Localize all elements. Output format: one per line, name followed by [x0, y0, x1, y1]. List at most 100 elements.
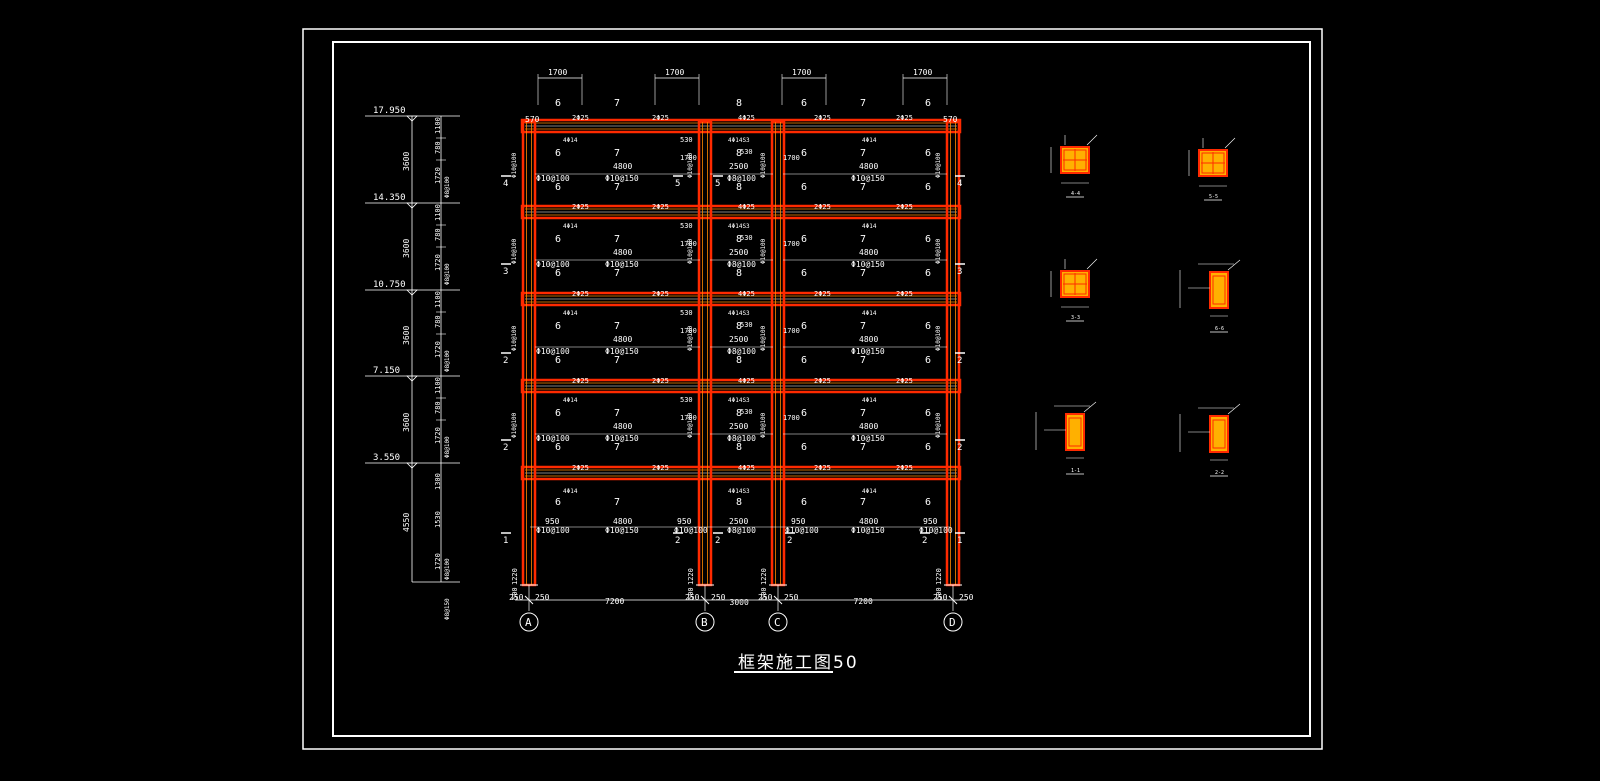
top-right-dim: 570: [943, 115, 958, 124]
span-dim: 2500: [729, 422, 748, 431]
stirrup-label: Φ10@150: [851, 347, 885, 356]
stirrup-label: Φ10@100: [536, 260, 570, 269]
col-stirrup: Φ10@100: [511, 152, 518, 178]
span-dim: 4800: [859, 162, 878, 171]
bay-label: 6: [801, 355, 807, 366]
bay-label: 6: [801, 234, 807, 245]
section-mark: 1: [957, 536, 962, 546]
left-stirrup: Φ8@100: [444, 350, 451, 372]
dim-tick: [948, 595, 958, 605]
bay-label: 6: [925, 497, 931, 508]
rebar-label: 2Φ25: [652, 377, 669, 385]
offset-dim: 250: [685, 593, 700, 602]
top-dim: 1700: [548, 68, 567, 77]
cut-dim: 530: [680, 309, 693, 317]
cut-dim: 530: [740, 234, 753, 242]
corner-dim: 1700: [783, 327, 800, 335]
offset-dim: 250: [959, 593, 974, 602]
stirrup-label: Φ10@150: [605, 526, 639, 535]
section-mark: 2: [957, 443, 962, 453]
offset-dim: 250: [711, 593, 726, 602]
rebar-label: 4Φ14: [862, 488, 877, 495]
rebar-label: 4Φ14S3: [728, 397, 750, 404]
col-dim: 1220: [760, 568, 768, 585]
col-dim: 500: [687, 587, 695, 600]
corner-dim: 1700: [680, 154, 697, 162]
corner-dim: 1700: [680, 414, 697, 422]
span-dim: 4800: [859, 335, 878, 344]
span-dim: 2500: [729, 248, 748, 257]
section-mark: 3: [957, 267, 962, 277]
bay-label: 7: [614, 182, 620, 193]
span-dim: 4800: [613, 248, 632, 257]
col-stirrup: Φ10@100: [511, 412, 518, 438]
section-mark: 2: [715, 536, 720, 546]
bay-label: 7: [860, 98, 866, 109]
bay-label: 7: [860, 408, 866, 419]
stirrup-label: Φ10@100: [536, 434, 570, 443]
corner-dim: 1700: [783, 240, 800, 248]
dim-tick: [524, 595, 534, 605]
bay-label: 6: [555, 98, 561, 109]
left-stirrup: Φ8@100: [444, 176, 451, 198]
stirrup-label: Φ10@150: [851, 526, 885, 535]
span-dim: 4800: [859, 517, 878, 526]
cut-dim: 530: [740, 321, 753, 329]
section-leader: [1086, 258, 1098, 270]
bay-label: 8: [736, 321, 742, 332]
bay-label: 7: [860, 148, 866, 159]
rebar-label: 2Φ25: [572, 377, 589, 385]
offset-dim: 250: [784, 593, 799, 602]
bay-label: 6: [801, 408, 807, 419]
bay-label: 7: [860, 182, 866, 193]
bay-label: 8: [736, 148, 742, 159]
bay-label: 6: [555, 442, 561, 453]
story-height: 4550: [402, 513, 411, 532]
rebar-label: 2Φ25: [652, 290, 669, 298]
stirrup-label: Φ10@150: [851, 434, 885, 443]
rebar-label: 2Φ25: [572, 114, 589, 122]
cut-dim: 530: [680, 396, 693, 404]
bay-label: 8: [736, 182, 742, 193]
axis-label-B: B: [701, 616, 708, 629]
rebar-label: 4Φ14: [563, 310, 578, 317]
rebar-label: 2Φ25: [572, 203, 589, 211]
section-mark: 2: [922, 536, 927, 546]
col-stirrup: Φ10@100: [935, 238, 942, 264]
section-stirrup: [1068, 417, 1082, 447]
section-leader: [1224, 137, 1236, 149]
rebar-label: 4Φ14S3: [728, 488, 750, 495]
left-elevation-dims: 17.95014.35010.7507.1503.550360036003600…: [365, 106, 460, 620]
dim-tick: [700, 595, 710, 605]
axis-bubble: [695, 612, 715, 632]
rebar-label: 4Φ14: [563, 397, 578, 404]
span-dim: 2500: [729, 162, 748, 171]
rebar-label: 2Φ25: [652, 203, 669, 211]
col-stirrup: Φ10@100: [760, 152, 767, 178]
col-stirrup: Φ10@100: [511, 238, 518, 264]
bay-label: 7: [614, 497, 620, 508]
bay-label: 8: [736, 408, 742, 419]
span-dim: 2500: [729, 335, 748, 344]
bay-label: 8: [736, 268, 742, 279]
beam-section: 1-1: [1035, 401, 1097, 475]
left-dim: 780: [434, 401, 442, 414]
rebar-label: 4Φ25: [738, 290, 755, 298]
col-dim: 1220: [687, 568, 695, 585]
beam-section: 2-2: [1179, 403, 1241, 477]
elev-marker: [406, 289, 418, 296]
cut-dim: 530: [740, 408, 753, 416]
elev-marker: [406, 202, 418, 209]
bay-label: 6: [555, 268, 561, 279]
section-stirrup: [1212, 275, 1226, 305]
section-caption: 2-2: [1215, 470, 1224, 476]
elevation-label: 7.150: [373, 366, 400, 376]
bay-dim: 7200: [605, 597, 624, 606]
rebar-label: 4Φ14: [862, 397, 877, 404]
left-base: Φ8@150: [444, 598, 451, 620]
bay-label: 6: [925, 408, 931, 419]
elevation-label: 17.950: [373, 106, 406, 116]
rebar-label: 4Φ25: [738, 203, 755, 211]
cut-dim: 530: [740, 148, 753, 156]
